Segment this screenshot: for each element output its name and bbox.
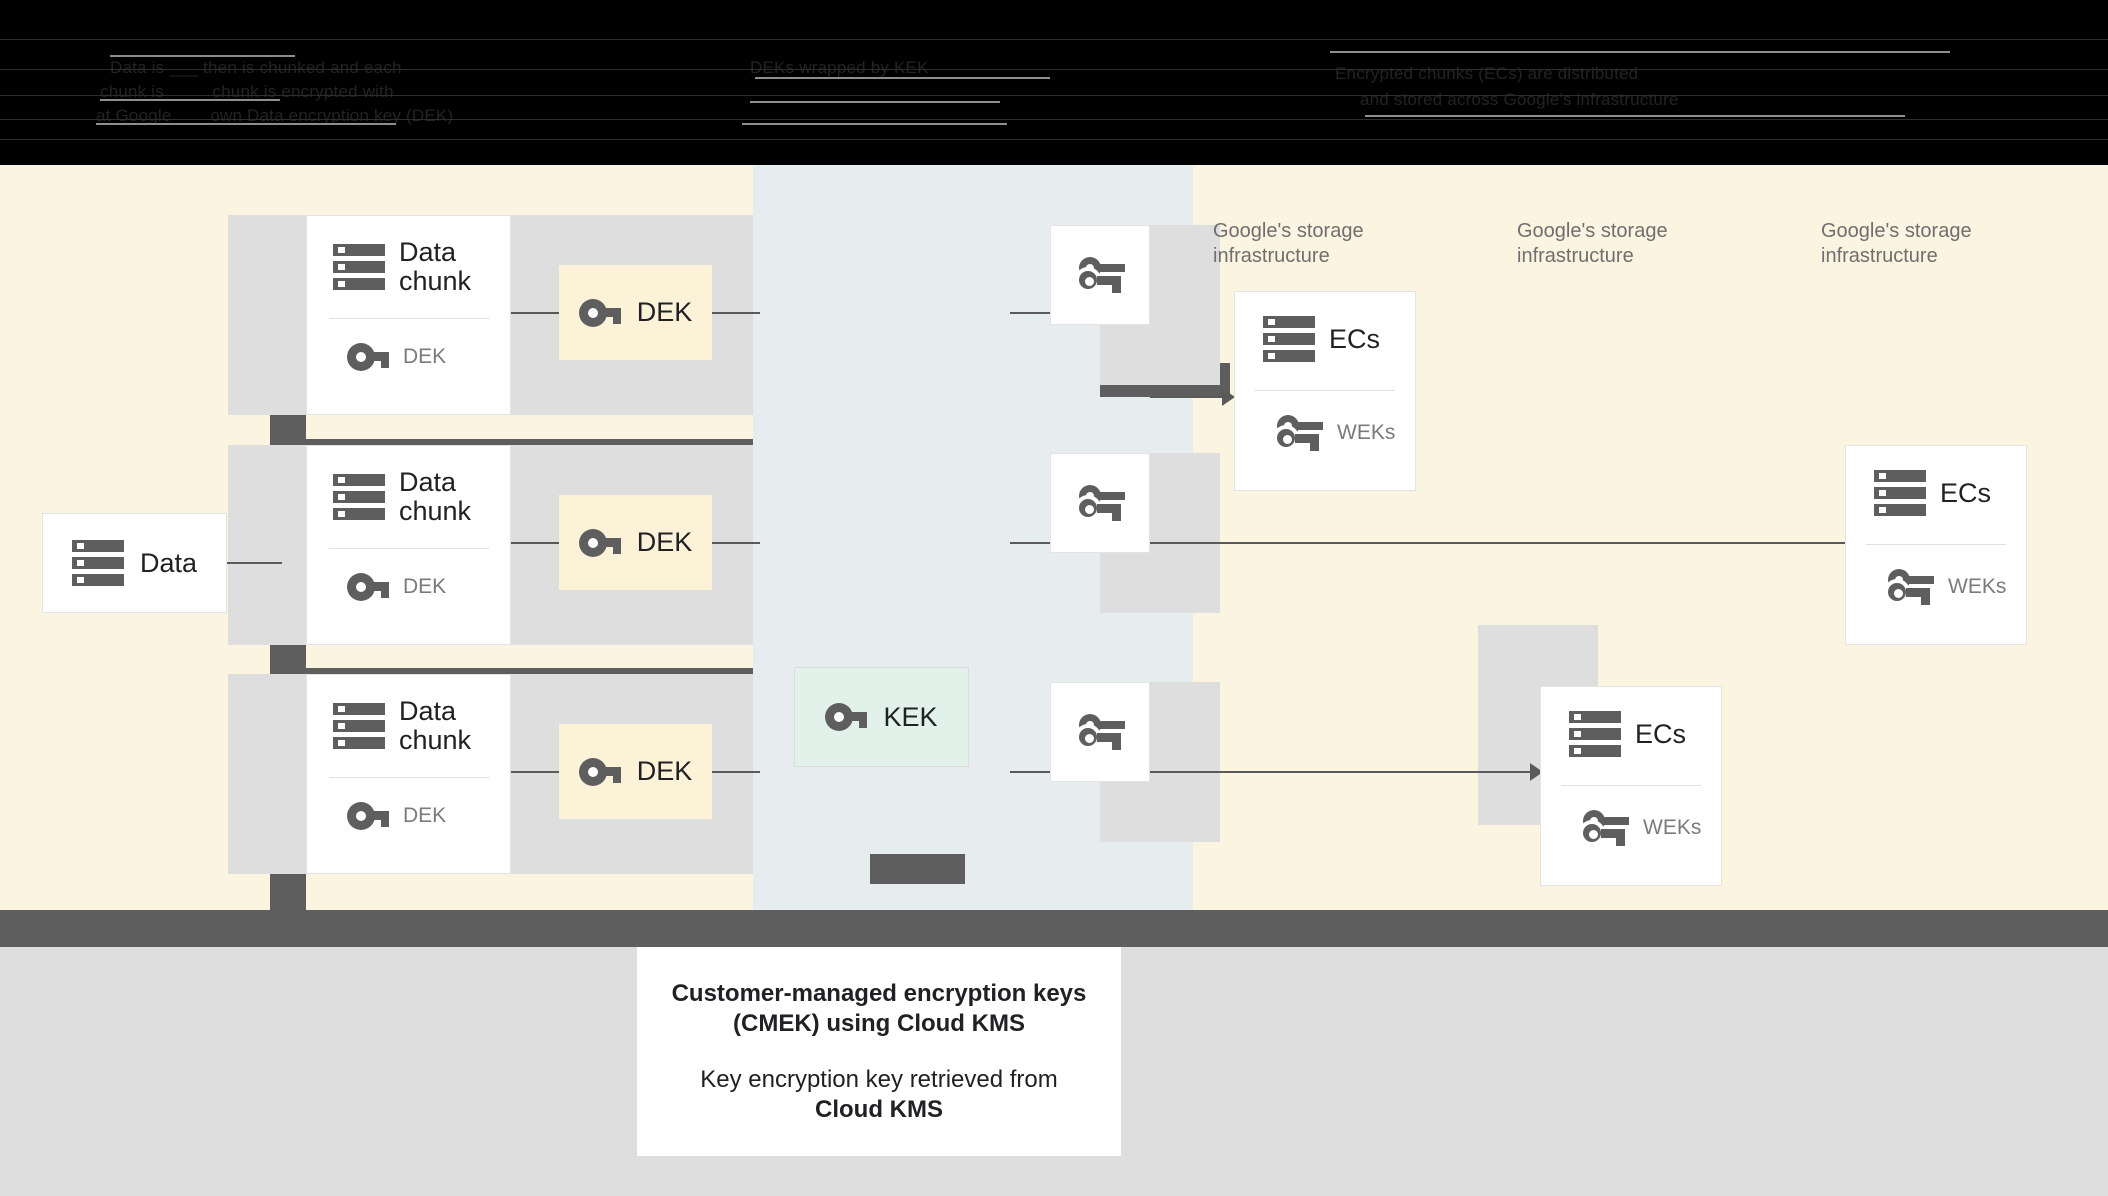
chunk-dek-label-2: DEK xyxy=(403,575,447,598)
arrow-head-3 xyxy=(1530,763,1543,781)
key-icon xyxy=(347,343,389,371)
connector-chunk-1 xyxy=(511,312,559,314)
data-chunk-card-2[interactable]: Data chunk DEK xyxy=(306,445,511,645)
ec-title-3: ECs xyxy=(1940,477,1992,508)
key-icon xyxy=(825,703,868,731)
wek-box-3[interactable] xyxy=(1050,682,1150,782)
double-key-icon xyxy=(1075,714,1125,750)
double-key-icon xyxy=(1884,569,1934,605)
bottom-divider-bar xyxy=(0,910,2108,947)
server-icon xyxy=(333,474,385,520)
connector-dek-2 xyxy=(712,542,760,544)
shadow-data xyxy=(230,445,310,645)
dek-label-3: DEK xyxy=(636,756,693,786)
key-icon xyxy=(347,573,389,601)
server-icon xyxy=(71,540,124,586)
arrow-line-1 xyxy=(1150,396,1225,398)
ec-card-1[interactable]: ECs WEKs xyxy=(1234,291,1416,491)
ec-wek-label-3: WEKs xyxy=(1948,575,2007,598)
connector-wek-2 xyxy=(1010,542,1050,544)
caption-line-4: Cloud KMS xyxy=(815,1095,943,1123)
caption-line-3: Key encryption key retrieved from xyxy=(700,1065,1058,1093)
double-key-icon xyxy=(1579,810,1629,846)
chunk-dek-label-3: DEK xyxy=(403,804,447,827)
server-icon xyxy=(1263,316,1315,362)
server-icon xyxy=(1569,711,1621,757)
ec-title-1: ECs xyxy=(1329,323,1381,354)
header-band: Data is ___ then is chunked and each chu… xyxy=(0,0,2108,165)
wek-box-1[interactable] xyxy=(1050,225,1150,325)
server-icon xyxy=(333,244,385,290)
header-line-4: DEKs wrapped by KEK xyxy=(750,58,929,77)
ec-title-2: ECs xyxy=(1635,718,1687,749)
kek-label: KEK xyxy=(883,701,938,732)
key-icon xyxy=(578,757,621,786)
caption-block-1: Customer-managed encryption keys (CMEK) … xyxy=(672,979,1087,1039)
infra-label-3: Google's storage infrastructure xyxy=(1821,220,1972,267)
dek-box-2[interactable]: DEK xyxy=(559,495,712,590)
header-line-6: and stored across Google's infrastructur… xyxy=(1360,90,1679,109)
lower-bar xyxy=(870,854,965,884)
infra-label-2: Google's storage infrastructure xyxy=(1517,220,1668,267)
diagram-canvas: Data Data chunk DEK DEK Data chunk xyxy=(0,165,2108,939)
arrow-line-2 xyxy=(1150,542,1850,544)
ec-card-3[interactable]: ECs WEKs xyxy=(1845,445,2027,645)
caption-line-2: (CMEK) using Cloud KMS xyxy=(733,1009,1025,1037)
double-key-icon xyxy=(1075,257,1125,293)
double-key-icon xyxy=(1273,415,1323,451)
data-chunk-card-3[interactable]: Data chunk DEK xyxy=(306,674,511,874)
caption-line-1: Customer-managed encryption keys xyxy=(671,979,1087,1007)
ec-wek-label-2: WEKs xyxy=(1643,816,1702,839)
connector-wek-3 xyxy=(1010,771,1050,773)
header-line-5: Encrypted chunks (ECs) are distributed xyxy=(1335,64,1639,83)
header-line-3: at Google ___ own Data encryption key (D… xyxy=(96,106,454,125)
server-icon xyxy=(333,703,385,749)
kek-box[interactable]: KEK xyxy=(794,667,969,767)
connector-chunk-3 xyxy=(511,771,559,773)
header-line-1: Data is ___ then is chunked and each xyxy=(110,58,402,77)
connector-data xyxy=(227,562,282,564)
header-text-rows: Data is ___ then is chunked and each chu… xyxy=(0,39,2108,145)
dek-label-2: DEK xyxy=(636,527,693,557)
caption-block-2: Key encryption key retrieved from Cloud … xyxy=(700,1065,1057,1125)
connector-dek-3 xyxy=(712,771,760,773)
data-card-label: Data xyxy=(139,547,198,578)
key-icon xyxy=(347,802,389,830)
chunk-dek-label-1: DEK xyxy=(403,345,447,368)
wek-box-2[interactable] xyxy=(1050,453,1150,553)
chunk-title-3: Data chunk xyxy=(399,696,472,755)
dek-label-1: DEK xyxy=(636,297,693,327)
data-chunk-card-1[interactable]: Data chunk DEK xyxy=(306,215,511,415)
server-icon xyxy=(1874,470,1926,516)
chunk-title-2: Data chunk xyxy=(399,467,472,526)
chunk-title-1: Data chunk xyxy=(399,237,472,296)
key-icon xyxy=(578,298,621,327)
double-key-icon xyxy=(1075,485,1125,521)
ec-wek-label-1: WEKs xyxy=(1337,421,1396,444)
infra-label-1: Google's storage infrastructure xyxy=(1213,220,1364,267)
connector-wek-1 xyxy=(1010,312,1050,314)
dek-box-3[interactable]: DEK xyxy=(559,724,712,819)
arrow-line-3 xyxy=(1150,771,1535,773)
dek-box-1[interactable]: DEK xyxy=(559,265,712,360)
ec-card-2[interactable]: ECs WEKs xyxy=(1540,686,1722,886)
key-icon xyxy=(578,528,621,557)
arrow-head-1 xyxy=(1222,388,1235,406)
header-line-2: chunk is ____ chunk is encrypted with xyxy=(100,82,394,101)
connector-dek-1 xyxy=(712,312,760,314)
data-card[interactable]: Data xyxy=(42,513,227,613)
caption-card: Customer-managed encryption keys (CMEK) … xyxy=(637,947,1121,1156)
connector-chunk-2 xyxy=(511,542,559,544)
